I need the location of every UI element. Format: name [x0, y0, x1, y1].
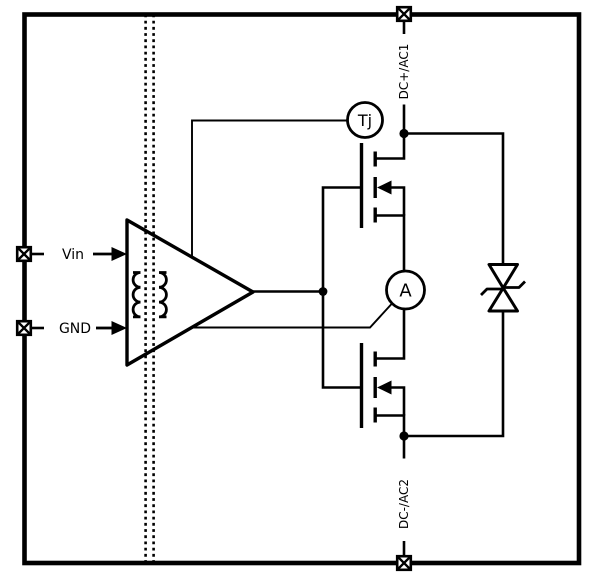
ls-drain-wire — [375, 309, 406, 360]
tj-label: Tj — [357, 111, 372, 130]
tvs-bottom-wire — [404, 311, 505, 438]
low-side-mosfet-icon — [359, 309, 406, 436]
vin-label: Vin — [62, 247, 84, 263]
current-sensor: A — [385, 269, 426, 311]
vin-terminal-x-icon — [16, 246, 32, 262]
bottom-rail-junction-dot — [399, 431, 409, 441]
top-rail-junction-dot — [399, 128, 409, 139]
tvs-right-zener-wing — [503, 280, 526, 289]
ls-body-wire — [390, 386, 406, 416]
terminal-gnd: GND — [15, 319, 127, 337]
terminal-dc-ac2: DC-/AC2 — [395, 436, 413, 572]
hs-source-wire — [375, 214, 406, 271]
terminal-vin: Vin — [15, 245, 127, 263]
outer-enclosure-border — [22, 12, 582, 566]
hs-body-wire — [390, 186, 406, 216]
dc-ac2-label: DC-/AC2 — [397, 479, 411, 529]
dc-ac1-terminal-x-icon — [396, 6, 412, 22]
ls-body-arrow-icon — [377, 380, 392, 395]
temperature-sensor: Tj — [346, 101, 384, 139]
gate-bus-wire — [321, 186, 362, 389]
high-side-mosfet-icon — [359, 133, 406, 271]
gate-driver-amplifier-triangle — [125, 218, 255, 367]
hs-body-arrow-icon — [377, 180, 392, 195]
gnd-label: GND — [59, 321, 91, 337]
dc-ac2-terminal-x-icon — [396, 555, 412, 571]
tvs-top-wire — [404, 132, 505, 265]
gate-drive-bus — [253, 186, 362, 389]
tj-circle-icon — [346, 101, 384, 139]
ls-source-wire — [375, 414, 406, 436]
current-sensor-label: A — [399, 281, 412, 302]
transformer-icon — [131, 271, 168, 319]
tvs-upper-triangle — [487, 263, 519, 290]
gnd-terminal-x-icon — [16, 320, 32, 336]
tvs-lower-triangle — [487, 286, 519, 313]
gate-bus-junction-dot — [318, 287, 328, 296]
transformer-primary-coil — [131, 271, 141, 319]
vin-arrow-icon — [111, 247, 127, 261]
tj-sense-wire — [191, 119, 348, 257]
tvs-rail-wires — [404, 132, 505, 438]
gnd-arrow-icon — [111, 321, 127, 335]
current-sensor-circle-icon — [385, 269, 426, 311]
signal-wires — [191, 119, 393, 329]
hs-drain-wire — [375, 133, 406, 160]
tvs-diode-icon — [480, 263, 526, 313]
transformer-secondary-coil — [158, 271, 168, 319]
dc-ac1-label: DC+/AC1 — [397, 44, 411, 100]
terminal-dc-ac1: DC+/AC1 — [395, 5, 413, 134]
tvs-left-zener-wing — [480, 287, 503, 296]
current-feedback-wire — [192, 302, 393, 329]
isolation-barrier — [144, 14, 155, 563]
